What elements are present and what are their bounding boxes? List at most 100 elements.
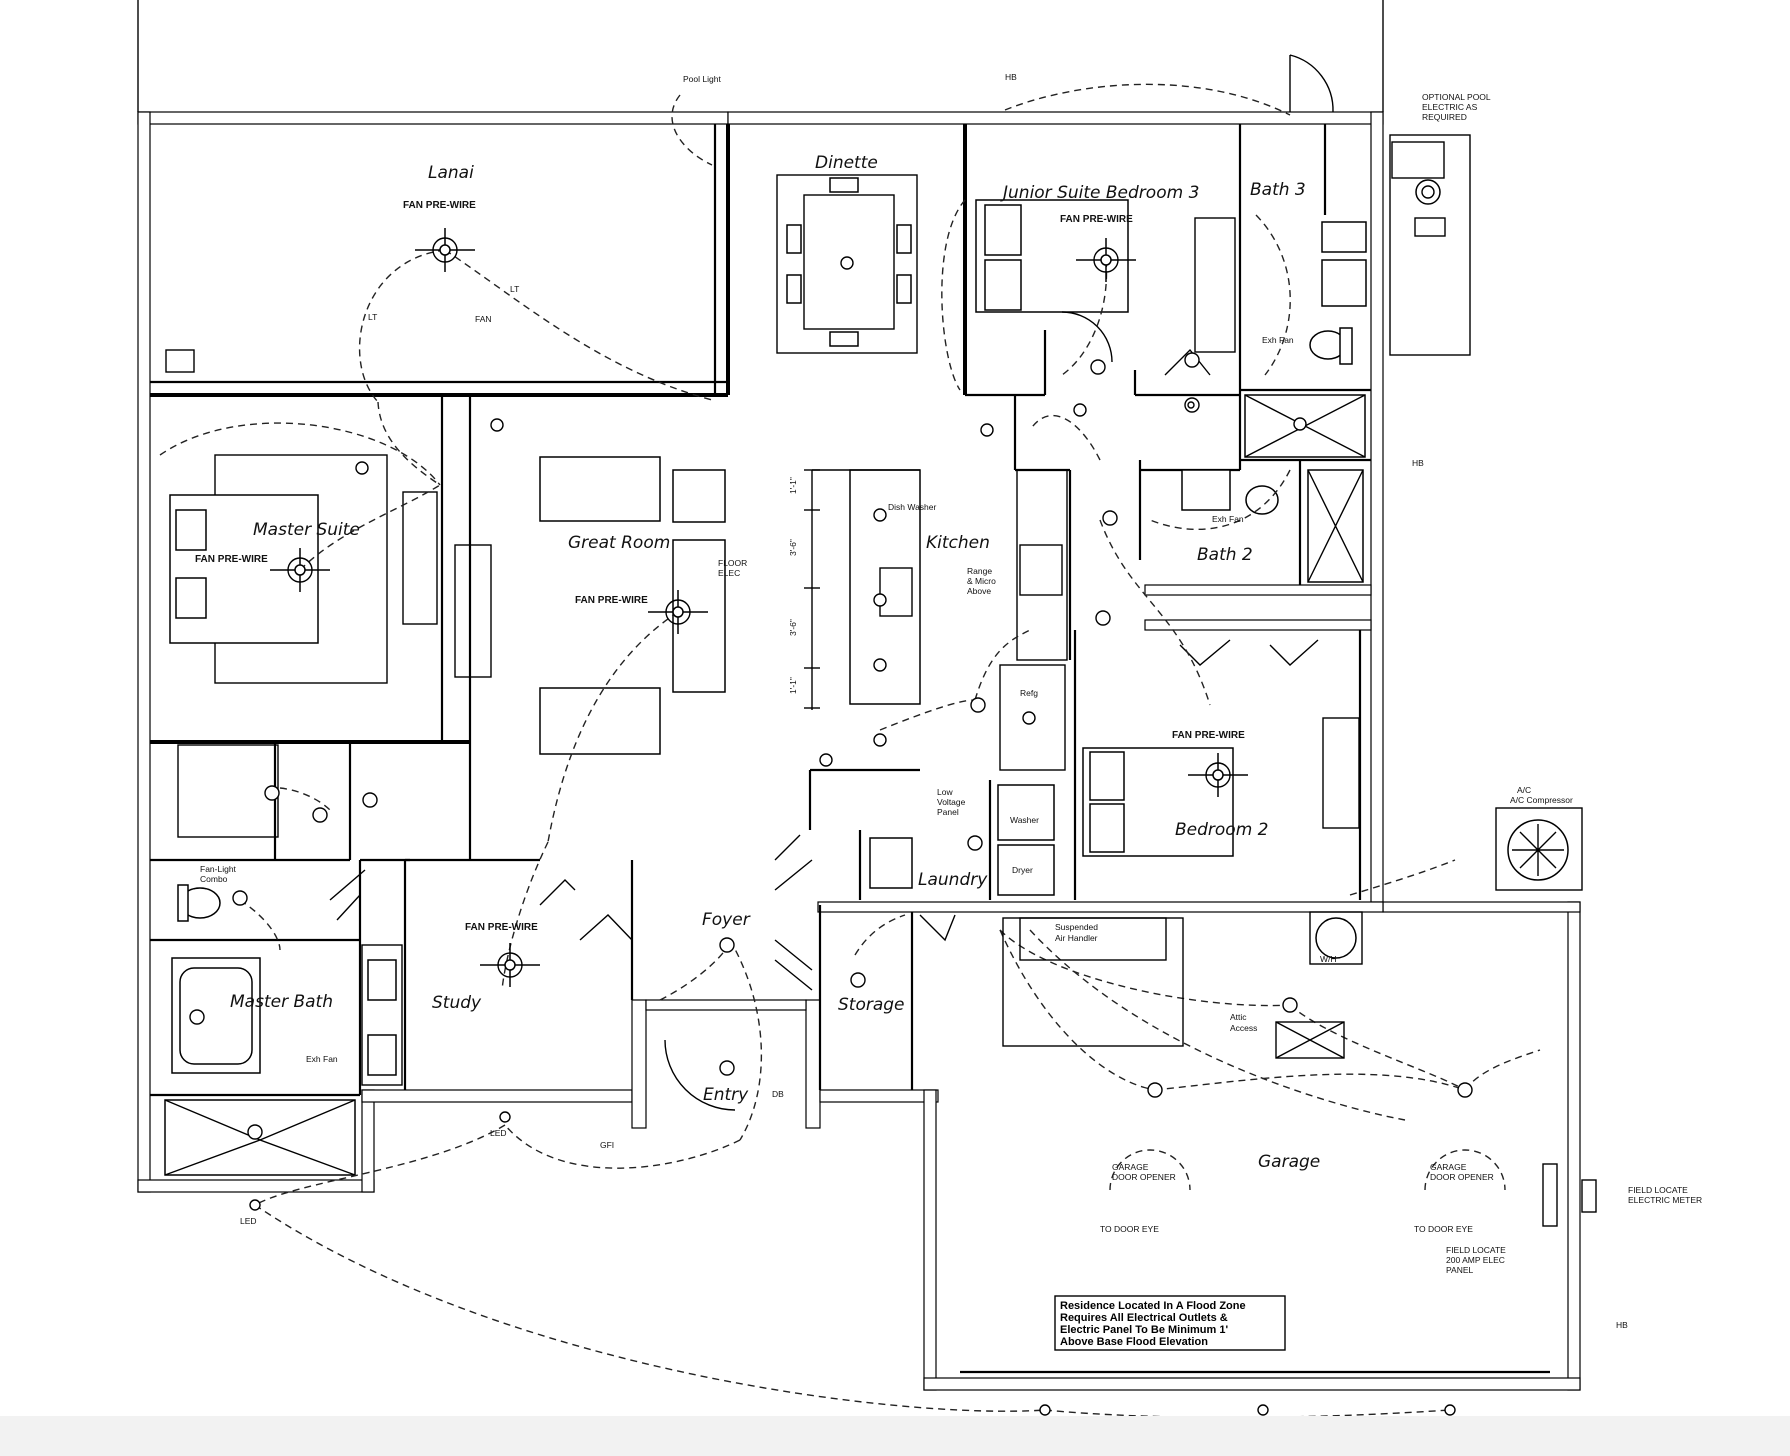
ceiling-fans (270, 228, 1248, 987)
optional-pool-note-2: ELECTRIC AS (1422, 102, 1478, 112)
fan-prewire-study: FAN PRE-WIRE (465, 922, 538, 933)
gdo-2-line2: DOOR OPENER (1430, 1172, 1494, 1182)
field-meter-2: ELECTRIC METER (1628, 1195, 1702, 1205)
field-panel-3: PANEL (1446, 1265, 1474, 1275)
room-master-bath: Master Bath (230, 992, 333, 1012)
floor-elec-2: ELEC (718, 568, 740, 578)
room-laundry: Laundry (918, 870, 988, 890)
footer-bar (0, 1416, 1790, 1456)
air-handler-label-1: Suspended (1055, 922, 1098, 932)
gdo-1-line2: DOOR OPENER (1112, 1172, 1176, 1182)
ac-compressor-label-1: A/C (1517, 785, 1531, 795)
range-label-2: & Micro (967, 576, 996, 586)
foyer-light-icon (719, 937, 735, 953)
storage-light-icon (850, 972, 866, 988)
room-bath3: Bath 3 (1250, 180, 1306, 200)
bath3-shower-light-icon (1293, 417, 1307, 431)
fan-prewire-bed2: FAN PRE-WIRE (1172, 730, 1245, 741)
optional-pool-note-1: OPTIONAL POOL (1422, 92, 1491, 102)
pool-equipment (1389, 134, 1471, 356)
fan-light-combo-1: Fan-Light (200, 864, 237, 874)
master-wc-light-icon (232, 890, 248, 906)
attic-light-icon (1282, 997, 1298, 1013)
gfi-label: GFI (600, 1140, 614, 1150)
exterior-walls (137, 111, 1581, 1391)
led-light-3-icon (1039, 1404, 1051, 1416)
flood-note: Residence Located In A Flood Zone Requir… (1054, 1295, 1286, 1351)
room-great-room: Great Room (568, 533, 670, 553)
dryer-label: Dryer (1012, 865, 1033, 875)
dim-4: 1'-1" (788, 677, 798, 694)
range-label-3: Above (967, 586, 991, 596)
junior-suite-fan-icon (1076, 238, 1136, 282)
flood-note-line-2: Requires All Electrical Outlets & (1060, 1312, 1228, 1324)
flood-note-line-1: Residence Located In A Flood Zone (1060, 1300, 1246, 1312)
low-voltage-3: Panel (937, 807, 959, 817)
air-handler-label-2: Air Handler (1055, 933, 1098, 943)
fan-prewire-master: FAN PRE-WIRE (195, 554, 268, 565)
washer-label: Washer (1010, 815, 1039, 825)
led-label-1: LED (490, 1128, 507, 1138)
low-voltage-1: Low (937, 787, 953, 797)
dim-3: 3'-6" (788, 619, 798, 636)
wh-label: W/H (1320, 954, 1337, 964)
ac-compressor (1495, 807, 1583, 891)
dish-washer-label: Dish Washer (888, 502, 937, 512)
gdo-1-line1: GARAGE (1112, 1162, 1149, 1172)
great-room-fan-icon (648, 590, 708, 634)
attic-label-2: Access (1230, 1023, 1257, 1033)
hb-right: HB (1412, 458, 1424, 468)
fan-label: FAN (475, 314, 492, 324)
hb-garage: HB (1616, 1320, 1628, 1330)
doors (329, 54, 1334, 1111)
pool-light-label: Pool Light (683, 74, 721, 84)
light-fixtures (189, 256, 1473, 1416)
dim-2: 3'-6" (788, 539, 798, 556)
gdo-2-line1: GARAGE (1430, 1162, 1467, 1172)
room-study: Study (432, 993, 482, 1013)
refg-label: Refg (1020, 688, 1038, 698)
dinette-light-icon (840, 256, 854, 270)
lt-label: LT (368, 312, 377, 322)
fan-prewire-lanai: FAN PRE-WIRE (403, 200, 476, 211)
study-fan-icon (480, 943, 540, 987)
closet-light-icon (312, 807, 328, 823)
led-light-4-icon (1257, 1404, 1269, 1416)
exh-fan-master: Exh Fan (306, 1054, 338, 1064)
field-panel-1: FIELD LOCATE (1446, 1245, 1506, 1255)
furniture (169, 199, 1360, 896)
fan-prewire-junior: FAN PRE-WIRE (1060, 214, 1133, 225)
shower-light-icon (247, 1124, 263, 1140)
water-heater (1309, 911, 1363, 965)
led-light-1-icon (499, 1111, 511, 1123)
hb-top: HB (1005, 72, 1017, 82)
room-foyer: Foyer (702, 910, 751, 930)
circuit-wiring (159, 83, 1541, 1419)
dinette-table (776, 174, 918, 354)
field-meter-1: FIELD LOCATE (1628, 1185, 1688, 1195)
exh-fan-bath3: Exh Fan (1262, 335, 1294, 345)
flood-note-line-3: Electric Panel To Be Minimum 1' (1060, 1324, 1228, 1336)
led-light-5-icon (1444, 1404, 1456, 1416)
entry-light-icon (719, 1060, 735, 1076)
room-garage: Garage (1258, 1152, 1320, 1172)
laundry-light-icon (967, 835, 983, 851)
room-kitchen: Kitchen (926, 533, 990, 553)
lt-label-2: LT (510, 284, 519, 294)
property-lines (137, 0, 1384, 112)
garage-light-1-icon (1147, 1082, 1163, 1098)
attic-label-1: Attic (1230, 1012, 1247, 1022)
dim-1: 1'-1" (788, 477, 798, 494)
room-lanai: Lanai (428, 163, 474, 183)
led-light-2-icon (249, 1199, 261, 1211)
low-voltage-2: Voltage (937, 797, 966, 807)
bathroom-fixtures (164, 221, 1367, 1176)
lanai-fan-icon (415, 228, 475, 272)
exh-fan-bath2: Exh Fan (1212, 514, 1244, 524)
fan-light-combo-2: Combo (200, 874, 228, 884)
attic-access-box (1275, 1021, 1345, 1059)
room-entry: Entry (703, 1085, 749, 1105)
room-storage: Storage (838, 995, 905, 1015)
room-dinette: Dinette (815, 153, 878, 173)
